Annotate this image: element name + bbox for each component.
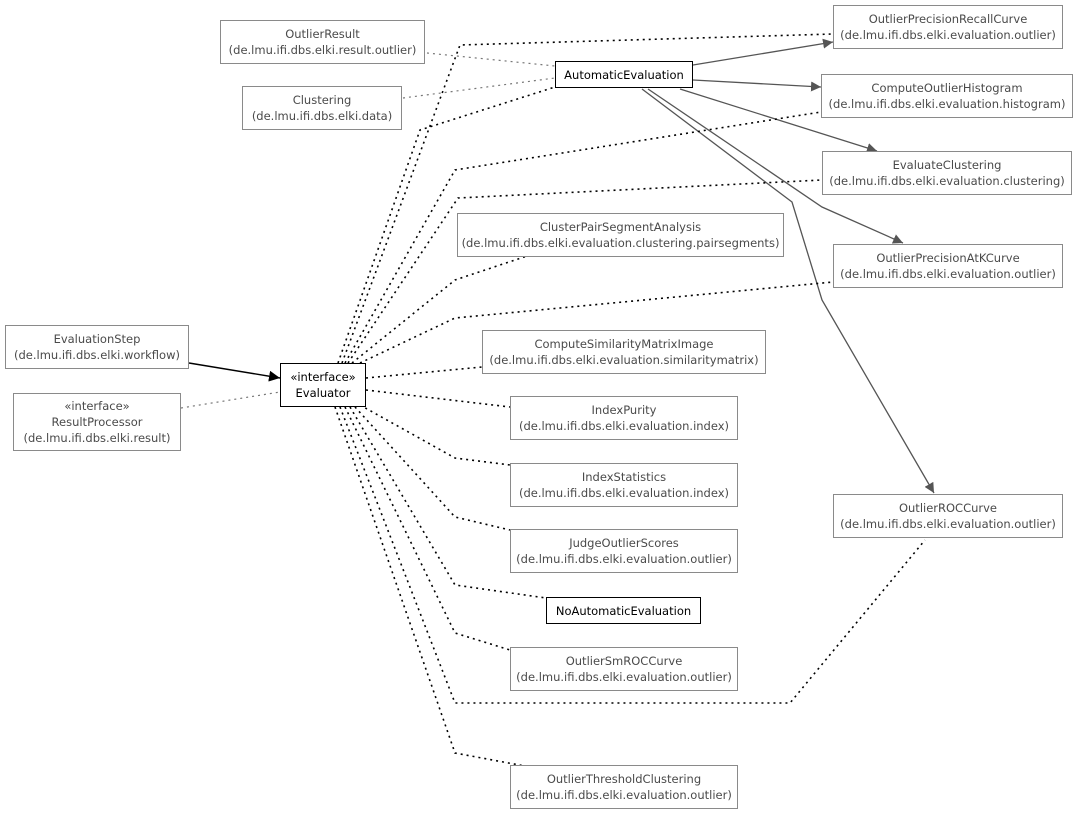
class-name: OutlierResult bbox=[285, 27, 360, 41]
edge-evaluator-to-judge-outlier-scores bbox=[354, 406, 511, 531]
class-name: OutlierSmROCCurve bbox=[565, 654, 683, 668]
package-name: (de.lmu.ifi.dbs.elki.evaluation.outlier) bbox=[516, 788, 732, 802]
class-name: NoAutomaticEvaluation bbox=[555, 603, 692, 618]
package-name: (de.lmu.ifi.dbs.elki.evaluation.similari… bbox=[489, 353, 759, 367]
edge-automatic-evaluation-to-outlier-precision-at-k-curve bbox=[647, 88, 904, 244]
class-name: ComputeSimilarityMatrixImage bbox=[534, 337, 714, 351]
class-name: IndexPurity bbox=[591, 403, 657, 417]
class-name: AutomaticEvaluation bbox=[564, 67, 684, 82]
package-name: (de.lmu.ifi.dbs.elki.evaluation.outlier) bbox=[516, 552, 732, 566]
edge-evaluator-to-cluster-pair-segment-analysis bbox=[351, 254, 531, 364]
class-node-evaluation-step[interactable]: EvaluationStep (de.lmu.ifi.dbs.elki.work… bbox=[5, 325, 189, 369]
class-node-outlier-precision-recall-curve[interactable]: OutlierPrecisionRecallCurve (de.lmu.ifi.… bbox=[833, 5, 1063, 49]
package-name: (de.lmu.ifi.dbs.elki.evaluation.outlier) bbox=[840, 267, 1056, 281]
class-node-evaluate-clustering[interactable]: EvaluateClustering (de.lmu.ifi.dbs.elki.… bbox=[822, 151, 1072, 195]
edge-evaluator-to-index-statistics bbox=[359, 404, 511, 466]
package-name: (de.lmu.ifi.dbs.elki.evaluation.clusteri… bbox=[461, 236, 780, 250]
class-node-outlier-sm-roc-curve[interactable]: OutlierSmROCCurve (de.lmu.ifi.dbs.elki.e… bbox=[510, 647, 738, 691]
class-name: OutlierROCCurve bbox=[898, 501, 998, 515]
edge-evaluator-to-outlier-threshold-clustering bbox=[334, 406, 531, 768]
edge-automatic-evaluation-to-outlier-roc-curve bbox=[641, 88, 935, 494]
edge-automatic-evaluation-to-evaluate-clustering bbox=[679, 88, 878, 153]
class-name: EvaluationStep bbox=[53, 332, 141, 346]
class-node-outlier-roc-curve[interactable]: OutlierROCCurve (de.lmu.ifi.dbs.elki.eva… bbox=[833, 494, 1063, 538]
interface-name: ResultProcessor bbox=[51, 415, 143, 429]
class-node-outlier-precision-at-k-curve[interactable]: OutlierPrecisionAtKCurve (de.lmu.ifi.dbs… bbox=[833, 244, 1063, 288]
edge-evaluator-to-outlier-sm-roc-curve bbox=[344, 406, 511, 651]
class-node-compute-similarity-matrix-image[interactable]: ComputeSimilarityMatrixImage (de.lmu.ifi… bbox=[482, 330, 766, 374]
edge-evaluator-to-automatic-evaluation bbox=[337, 86, 556, 364]
interface-node-result-processor[interactable]: «interface» ResultProcessor (de.lmu.ifi.… bbox=[13, 393, 181, 451]
class-name: ComputeOutlierHistogram bbox=[871, 81, 1023, 95]
class-node-judge-outlier-scores[interactable]: JudgeOutlierScores (de.lmu.ifi.dbs.elki.… bbox=[510, 529, 738, 573]
edge-evaluator-to-evaluate-clustering bbox=[347, 179, 823, 364]
class-name: ClusterPairSegmentAnalysis bbox=[539, 220, 702, 234]
class-name: OutlierPrecisionRecallCurve bbox=[868, 12, 1028, 26]
package-name: (de.lmu.ifi.dbs.elki.evaluation.histogra… bbox=[828, 97, 1066, 111]
class-node-outlier-threshold-clustering[interactable]: OutlierThresholdClustering (de.lmu.ifi.d… bbox=[510, 765, 738, 809]
edge-evaluator-to-index-purity bbox=[365, 389, 511, 408]
class-node-index-purity[interactable]: IndexPurity (de.lmu.ifi.dbs.elki.evaluat… bbox=[510, 396, 738, 440]
class-node-clustering[interactable]: Clustering (de.lmu.ifi.dbs.elki.data) bbox=[242, 86, 402, 130]
edge-clustering-to-automatic-evaluation bbox=[402, 77, 556, 99]
stereotype-label: «interface» bbox=[290, 370, 356, 384]
package-name: (de.lmu.ifi.dbs.elki.result.outlier) bbox=[228, 43, 417, 57]
stereotype-label: «interface» bbox=[64, 399, 130, 413]
edge-result-processor-to-evaluator bbox=[180, 391, 281, 409]
package-name: (de.lmu.ifi.dbs.elki.evaluation.index) bbox=[518, 486, 730, 500]
package-name: (de.lmu.ifi.dbs.elki.evaluation.clusteri… bbox=[829, 174, 1065, 188]
package-name: (de.lmu.ifi.dbs.elki.result) bbox=[23, 431, 171, 445]
edge-automatic-evaluation-to-outlier-precision-recall-curve bbox=[692, 38, 834, 66]
edge-outlier-result-to-automatic-evaluation bbox=[426, 52, 556, 67]
package-name: (de.lmu.ifi.dbs.elki.evaluation.outlier) bbox=[840, 28, 1056, 42]
package-name: (de.lmu.ifi.dbs.elki.evaluation.outlier) bbox=[516, 670, 732, 684]
class-node-no-automatic-evaluation[interactable]: NoAutomaticEvaluation bbox=[546, 597, 701, 624]
class-name: EvaluateClustering bbox=[892, 158, 1002, 172]
class-node-outlier-result[interactable]: OutlierResult (de.lmu.ifi.dbs.elki.resul… bbox=[220, 20, 425, 64]
interface-node-evaluator[interactable]: «interface» Evaluator bbox=[280, 363, 366, 407]
interface-name: Evaluator bbox=[295, 386, 351, 400]
package-name: (de.lmu.ifi.dbs.elki.evaluation.outlier) bbox=[840, 517, 1056, 531]
class-node-index-statistics[interactable]: IndexStatistics (de.lmu.ifi.dbs.elki.eva… bbox=[510, 463, 738, 507]
class-name: IndexStatistics bbox=[581, 470, 667, 484]
edge-evaluator-to-compute-outlier-histogram bbox=[344, 111, 822, 364]
package-name: (de.lmu.ifi.dbs.elki.data) bbox=[251, 109, 393, 123]
edge-automatic-evaluation-to-compute-outlier-histogram bbox=[692, 79, 822, 92]
class-name: JudgeOutlierScores bbox=[569, 536, 679, 550]
edge-evaluation-step-to-evaluator bbox=[188, 362, 281, 382]
class-node-cluster-pair-segment-analysis[interactable]: ClusterPairSegmentAnalysis (de.lmu.ifi.d… bbox=[457, 213, 784, 257]
edge-evaluator-to-compute-similarity-matrix-image bbox=[365, 366, 483, 379]
class-name: OutlierPrecisionAtKCurve bbox=[876, 251, 1020, 265]
class-node-compute-outlier-histogram[interactable]: ComputeOutlierHistogram (de.lmu.ifi.dbs.… bbox=[821, 74, 1073, 118]
class-name: Clustering bbox=[292, 93, 352, 107]
package-name: (de.lmu.ifi.dbs.elki.workflow) bbox=[14, 348, 180, 362]
package-name: (de.lmu.ifi.dbs.elki.evaluation.index) bbox=[518, 419, 730, 433]
class-node-automatic-evaluation[interactable]: AutomaticEvaluation bbox=[555, 61, 693, 88]
class-name: OutlierThresholdClustering bbox=[546, 772, 702, 786]
